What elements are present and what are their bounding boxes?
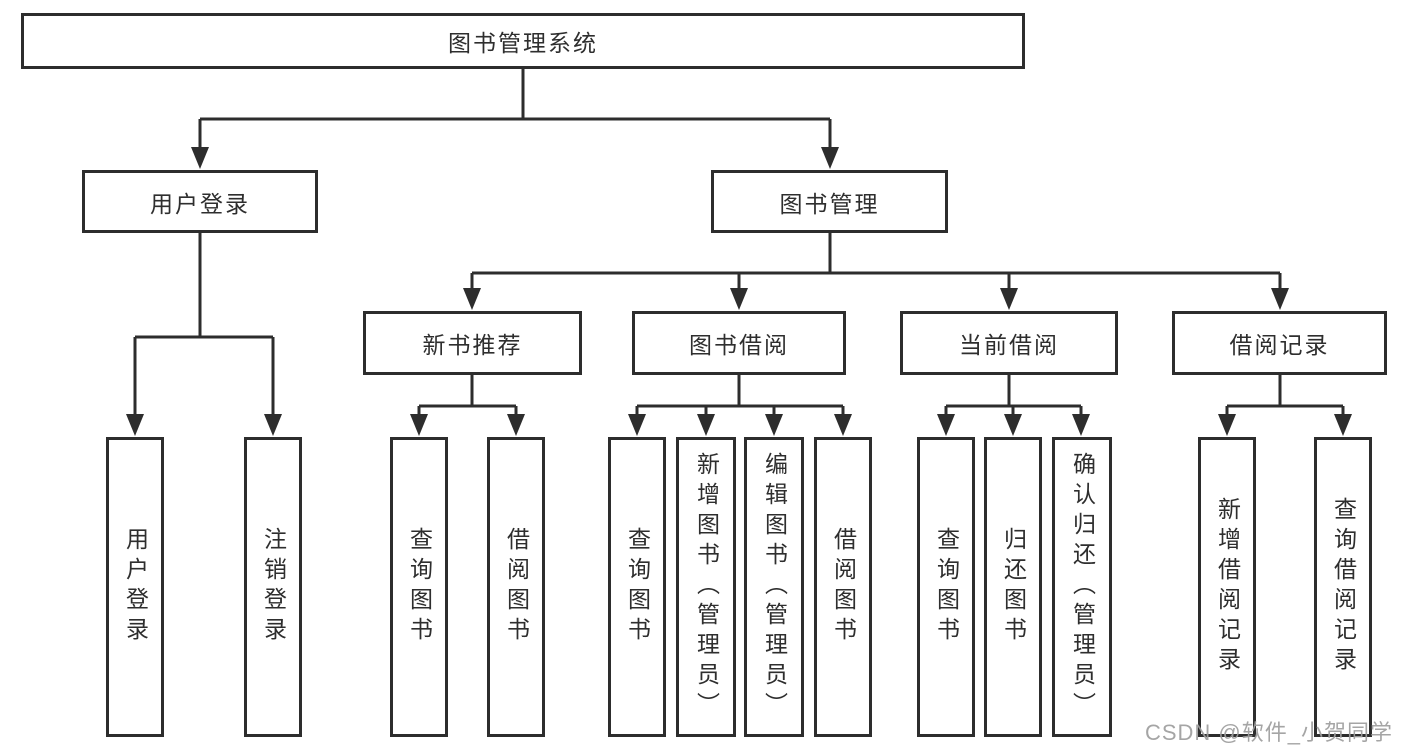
leaf-borrow-add-book-admin: 新增图书（管理员） [676,437,736,737]
arrowhead [697,414,715,436]
leaf-current-confirm-return-admin-label: 确认归还（管理员） [1069,452,1096,722]
connector-current-children [944,375,1083,416]
node-book-borrow: 图书借阅 [632,311,846,375]
node-book-borrow-label: 图书借阅 [689,332,789,358]
node-new-book-recommend-label: 新书推荐 [422,332,523,358]
arrowhead [1334,414,1352,436]
arrowhead [1000,288,1018,310]
arrowhead [821,147,839,169]
leaf-user-login: 用户登录 [106,437,164,737]
connector-recommend-children [417,375,518,416]
leaf-recommend-borrow-book-label: 借阅图书 [503,527,530,647]
leaf-logout-label: 注销登录 [260,527,287,647]
leaf-records-add-borrow-record-label: 新增借阅记录 [1214,497,1241,677]
arrowhead [1271,288,1289,310]
leaf-records-query-borrow-record: 查询借阅记录 [1314,437,1372,737]
leaf-current-return-book: 归还图书 [984,437,1042,737]
leaf-borrow-borrow-book-label: 借阅图书 [830,527,857,647]
leaf-recommend-borrow-book: 借阅图书 [487,437,545,737]
leaf-records-add-borrow-record: 新增借阅记录 [1198,437,1256,737]
node-new-book-recommend: 新书推荐 [363,311,582,375]
leaf-borrow-query-book: 查询图书 [608,437,666,737]
arrowhead [1004,414,1022,436]
arrowhead [765,414,783,436]
arrowhead [1072,414,1090,436]
connector-book-mgmt-children [470,233,1282,290]
arrowhead [126,414,144,436]
leaf-recommend-query-book-label: 查询图书 [406,527,433,647]
leaf-current-return-book-label: 归还图书 [1000,527,1027,647]
node-current-borrow: 当前借阅 [900,311,1118,375]
arrowhead [628,414,646,436]
arrowhead [410,414,428,436]
arrowhead [264,414,282,436]
leaf-borrow-edit-book-admin-label: 编辑图书（管理员） [761,452,788,722]
leaf-borrow-query-book-label: 查询图书 [624,527,651,647]
leaf-current-query-book-label: 查询图书 [933,527,960,647]
connector-borrow-children [635,375,845,416]
leaf-records-query-borrow-record-label: 查询借阅记录 [1330,497,1357,677]
leaf-user-login-label: 用户登录 [122,527,149,647]
node-root: 图书管理系统 [21,13,1025,69]
connector-user-login-children [133,233,275,416]
node-user-login-label: 用户登录 [150,190,250,217]
leaf-current-query-book: 查询图书 [917,437,975,737]
arrowhead [463,288,481,310]
leaf-borrow-add-book-admin-label: 新增图书（管理员） [693,452,720,722]
arrowhead [730,288,748,310]
connector-root-to-level2 [198,69,832,149]
arrowhead [191,147,209,169]
node-book-management-label: 图书管理 [779,190,880,217]
leaf-logout: 注销登录 [244,437,302,737]
leaf-recommend-query-book: 查询图书 [390,437,448,737]
leaf-borrow-edit-book-admin: 编辑图书（管理员） [744,437,804,737]
arrowhead [1218,414,1236,436]
leaf-borrow-borrow-book: 借阅图书 [814,437,872,737]
node-root-label: 图书管理系统 [448,30,598,56]
node-borrow-records-label: 借阅记录 [1229,332,1330,358]
arrowhead [834,414,852,436]
node-book-management: 图书管理 [711,170,948,233]
node-user-login: 用户登录 [82,170,318,233]
watermark: CSDN @软件_小贺同学 [1144,720,1393,745]
arrowhead [937,414,955,436]
leaf-current-confirm-return-admin: 确认归还（管理员） [1052,437,1112,737]
arrowhead [507,414,525,436]
node-borrow-records: 借阅记录 [1172,311,1387,375]
connector-records-children [1225,375,1345,416]
node-current-borrow-label: 当前借阅 [959,332,1059,358]
